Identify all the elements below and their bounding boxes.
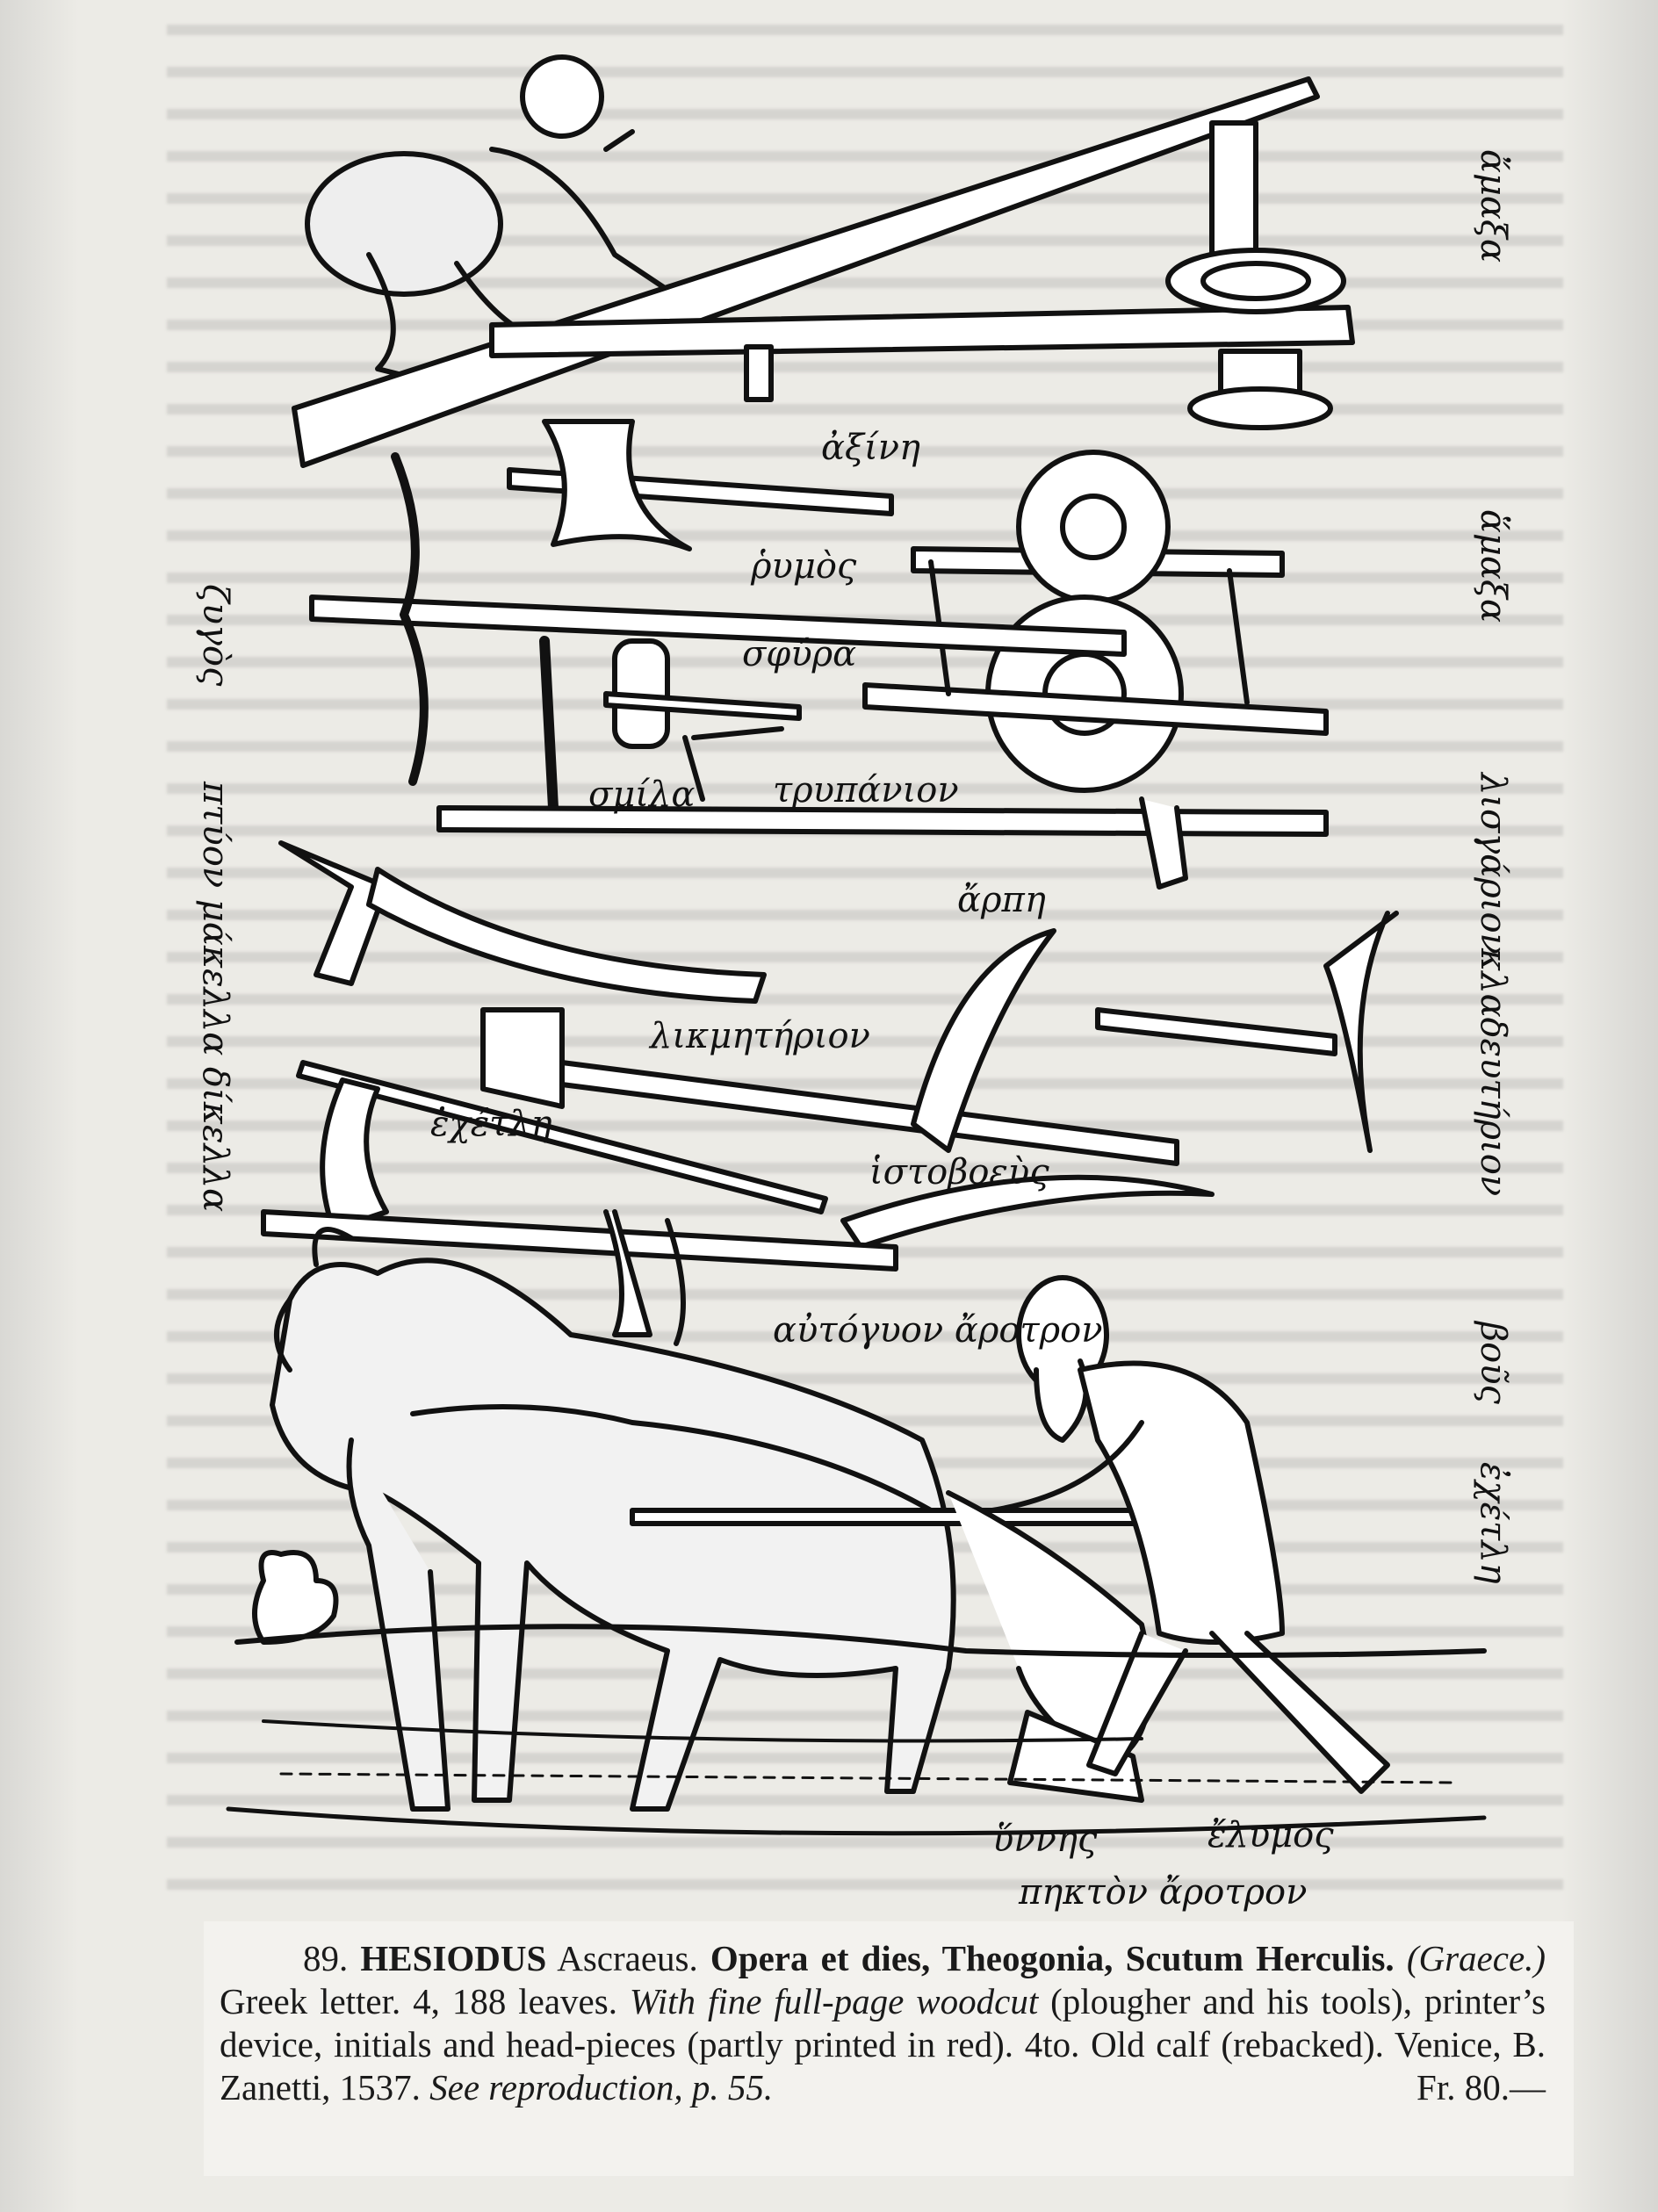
label-liwas: λισγάριον xyxy=(1473,773,1513,955)
lot-number: 89. xyxy=(303,1938,349,1978)
jug xyxy=(252,1550,339,1645)
label-hamaxa: ἅμαξα xyxy=(1473,509,1513,623)
label-hamaxa-top: ἄμαξα xyxy=(1473,149,1513,263)
label-smila: σμίλα xyxy=(588,775,696,815)
label-bous: βοῦς xyxy=(1473,1322,1513,1404)
winnowing-fork xyxy=(480,1007,1179,1166)
label-echetle-right: ἐχέτλη xyxy=(1473,1462,1513,1584)
illustration-note: With fine full-page woodcut xyxy=(629,1981,1039,2021)
label-kladeuterion: κλαδευτήριον xyxy=(1473,948,1513,1197)
label-likmeterion: λικμητήριον xyxy=(650,1016,870,1056)
carpenter-figure xyxy=(305,54,696,380)
label-pteon-makella: πτύον μάκελλα δίκελλα xyxy=(195,782,235,1213)
bench-and-plank xyxy=(292,76,1355,468)
label-arpe: ἄρπη xyxy=(957,880,1046,920)
ploughman-figure xyxy=(990,1275,1390,1794)
catalogue-entry: 89. HESIODUS Ascraeus. Opera et dies, Th… xyxy=(220,1937,1546,2109)
description-details: (plougher and his tools), printer’s devi… xyxy=(220,1981,1546,2108)
mattock-tool xyxy=(278,840,767,1004)
label-istoboeus: ἱστοβοεὺς xyxy=(869,1152,1049,1192)
oxen-team xyxy=(270,1227,956,1812)
label-rymos: ῥυμὸς xyxy=(751,546,857,587)
language-note: (Graece.) xyxy=(1406,1938,1546,1978)
label-autogyon-arotron: αὐτόγυον ἄροτρον xyxy=(773,1310,1103,1351)
handle-bar xyxy=(436,805,1329,837)
page-edge-right xyxy=(1561,0,1658,2212)
cart-pole xyxy=(309,594,1127,657)
format-details: Greek letter. 4, 188 leaves. xyxy=(220,1981,617,2021)
reproduction-reference: See reproduction, p. 55. xyxy=(429,2067,774,2108)
author-name: HESIODUS xyxy=(360,1938,547,1978)
caption-background xyxy=(204,1921,1574,2176)
label-hynnes: ὕννης xyxy=(992,1819,1098,1860)
woodcut-illustration xyxy=(226,54,1487,1836)
sickle xyxy=(911,928,1056,1153)
axe-tool xyxy=(507,419,894,551)
author-epithet: Ascraeus. xyxy=(557,1938,698,1978)
book-title: Opera et dies, Theogonia, Scutum Herculi… xyxy=(710,1938,1395,1978)
label-echetle-upper: ἐχέτλη xyxy=(430,1104,552,1144)
wagon xyxy=(862,450,1329,793)
label-tripanion: τρυπάνιον xyxy=(773,770,959,811)
label-pekton-arotron: πηκτὸν ἄροτρον xyxy=(1019,1872,1308,1913)
label-zygos: ζυγὸς xyxy=(195,584,235,687)
hammer-tool xyxy=(603,638,802,749)
label-sphyra: σφύρα xyxy=(742,634,857,674)
label-elymos: ἔλυμος xyxy=(1207,1815,1334,1855)
label-axine: ἀξίνη xyxy=(821,428,921,468)
price: Fr. 80.— xyxy=(1417,2067,1546,2108)
page-edge-left xyxy=(0,0,79,2212)
